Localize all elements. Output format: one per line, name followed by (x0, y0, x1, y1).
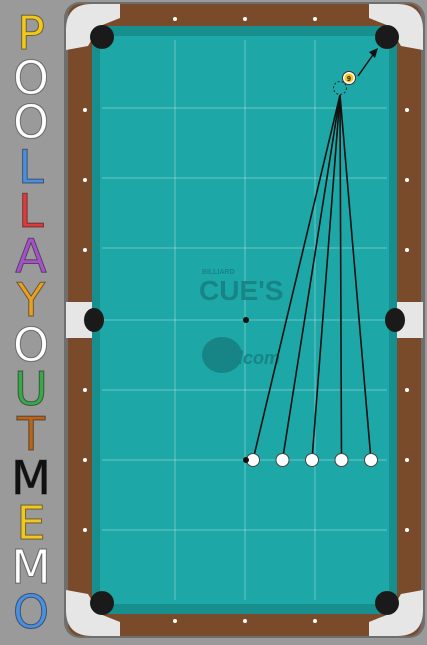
cue-ball[interactable] (334, 453, 349, 467)
pool-table[interactable]: BILLIARD CUE'S dcom 9 (62, 0, 427, 640)
title-letter: L (18, 139, 45, 194)
title-letter: M (11, 451, 52, 505)
cue-ball[interactable] (305, 453, 319, 467)
title-letter: P (17, 6, 46, 60)
title-letter: Y (16, 273, 46, 327)
pocket-mid-right (385, 308, 405, 332)
pocket-top-right (375, 25, 399, 49)
ghost-ball (333, 81, 347, 95)
title-letter: U (14, 362, 49, 416)
watermark-logo: BILLIARD CUE'S dcom (199, 269, 283, 373)
shot-lines (252, 94, 372, 461)
pocket-mid-left (84, 308, 104, 332)
logo-sub-text: dcom (232, 348, 280, 368)
title-letter: M (11, 540, 52, 594)
logo-main-text: CUE'S (199, 275, 283, 306)
object-ball-number: 9 (347, 76, 351, 83)
cue-ball-spot (243, 457, 249, 463)
title-letter: O (12, 584, 50, 639)
logo-badge (202, 337, 242, 373)
logo-small-text: BILLIARD (202, 269, 235, 276)
shot-line (339, 94, 343, 461)
cue-ball[interactable] (364, 453, 378, 467)
title-letter: L (18, 184, 45, 238)
pocket-bottom-right (375, 591, 399, 615)
pocket-bottom-left (90, 591, 114, 615)
pockets (84, 25, 405, 615)
title-letter: E (16, 495, 46, 550)
pocket-top-left (90, 25, 114, 49)
cue-ball[interactable] (275, 453, 290, 467)
title-letter: O (12, 317, 50, 372)
center-spot (243, 317, 249, 323)
aim-arrow (357, 51, 376, 77)
title-letter: O (12, 95, 50, 149)
pocket-surrounds (66, 4, 423, 636)
shot-line (252, 94, 341, 461)
aim-arrow-head (369, 48, 378, 58)
object-ball[interactable]: 9 (342, 71, 356, 85)
cue-balls[interactable] (246, 453, 378, 467)
title-letter: A (15, 228, 47, 283)
rail-diamonds (83, 17, 409, 623)
title-letter: O (12, 50, 50, 105)
table-grid (102, 40, 387, 600)
shot-line (281, 94, 341, 461)
title-letter: T (16, 406, 46, 461)
shot-line (339, 94, 372, 461)
shot-line (311, 94, 341, 461)
